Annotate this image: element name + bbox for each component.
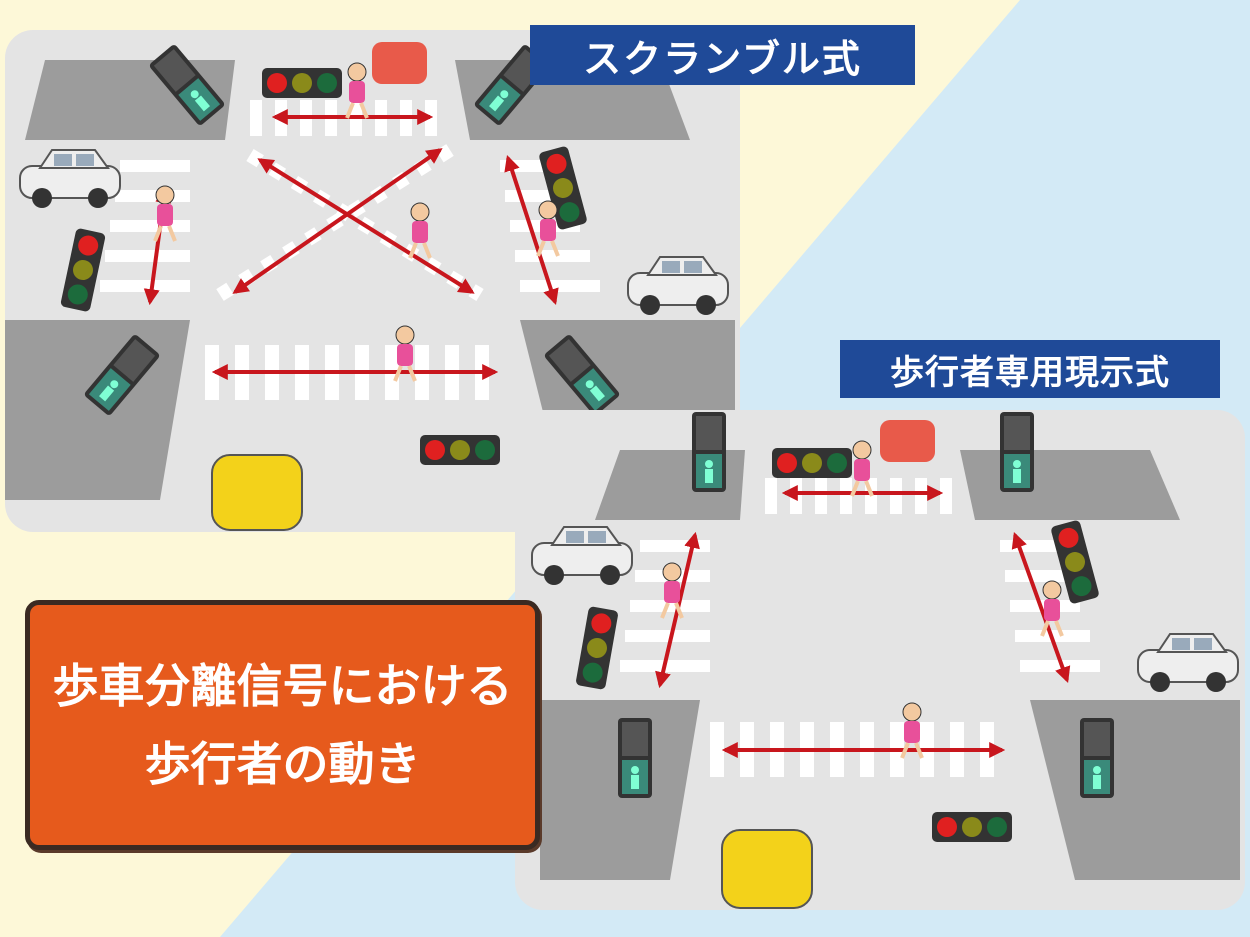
- pedestrian-signal-icon: [1080, 718, 1114, 798]
- traffic-light-icon: [262, 68, 342, 98]
- title-line-1: 歩車分離信号における: [52, 659, 513, 713]
- title-box: 歩車分離信号における 歩行者の動き: [25, 600, 540, 850]
- title-line-2: 歩行者の動き: [144, 737, 421, 791]
- car-icon: [880, 420, 935, 462]
- pedestrian-exclusive-intersection: [515, 410, 1245, 910]
- scramble-label: スクランブル式: [530, 25, 915, 85]
- pedestrian-exclusive-label: 歩行者専用現示式: [840, 340, 1220, 398]
- pedestrian-signal-icon: [618, 718, 652, 798]
- traffic-light-icon: [932, 812, 1012, 842]
- car-icon: [211, 454, 303, 531]
- car-icon: [721, 829, 813, 909]
- pedestrian-signal-icon: [1000, 412, 1034, 492]
- car-icon: [372, 42, 427, 84]
- traffic-light-icon: [772, 448, 852, 478]
- traffic-light-icon: [420, 435, 500, 465]
- pedestrian-signal-icon: [692, 412, 726, 492]
